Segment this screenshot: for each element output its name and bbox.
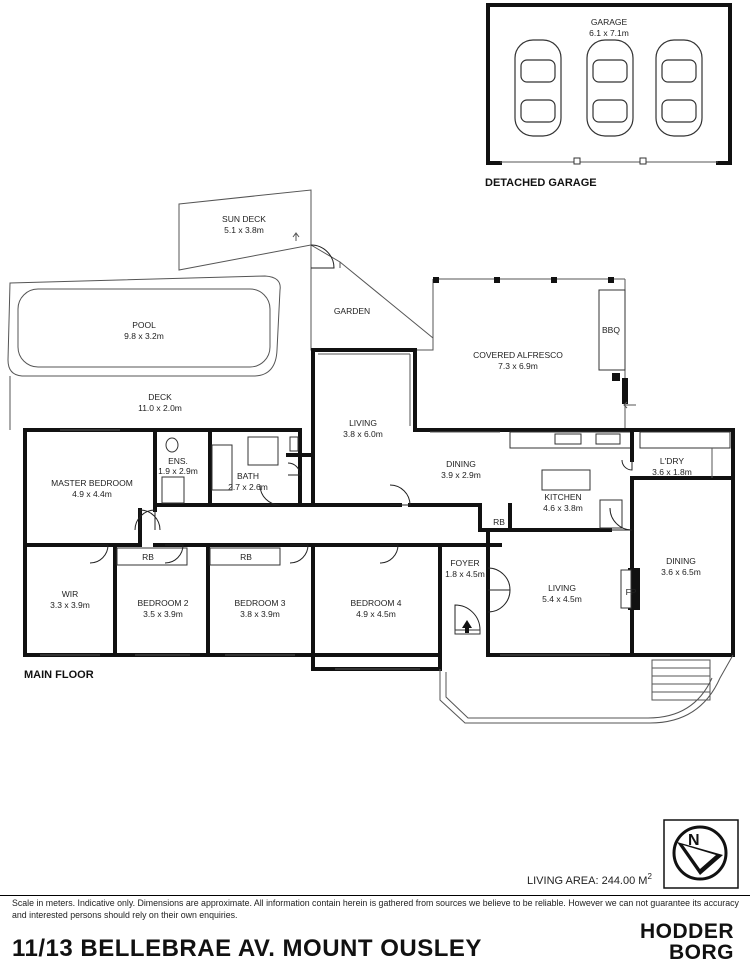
sun-deck-size: 5.1 x 3.8m [224, 225, 264, 235]
footer-divider [0, 895, 750, 896]
north-compass-icon: N [663, 819, 739, 889]
rb-bed3-label: RB [240, 552, 252, 562]
bedroom-4-name: BEDROOM 4 [350, 598, 401, 608]
bath-size: 2.7 x 2.6m [228, 482, 268, 492]
kitchen-size: 4.6 x 3.8m [543, 503, 583, 513]
living-area-label: LIVING AREA: 244.00 M [527, 875, 647, 887]
covered-alfresco-name: COVERED ALFRESCO [473, 350, 563, 360]
bedroom-2-size: 3.5 x 3.9m [143, 609, 183, 619]
living-main-size: 5.4 x 4.5m [542, 594, 582, 604]
outdoor-areas: SUN DECK 5.1 x 3.8m POOL 9.8 x 3.2m GARD… [7, 189, 636, 432]
property-address: 11/13 BELLEBRAE AV. MOUNT OUSLEY [12, 935, 482, 962]
master-bedroom-size: 4.9 x 4.4m [72, 489, 112, 499]
car-icon [655, 39, 703, 137]
rb-hall-label: RB [493, 517, 505, 527]
foyer-name: FOYER [450, 558, 479, 568]
foyer-size: 1.8 x 4.5m [445, 569, 485, 579]
kitchen-name: KITCHEN [544, 492, 581, 502]
footer: Scale in meters. Indicative only. Dimens… [0, 895, 750, 971]
main-floor-label: MAIN FLOOR [24, 669, 94, 681]
living-upper-size: 3.8 x 6.0m [343, 429, 383, 439]
master-bedroom-name: MASTER BEDROOM [51, 478, 133, 488]
dining-center-size: 3.9 x 2.9m [441, 470, 481, 480]
dining-center-name: DINING [446, 459, 476, 469]
living-area-superscript: 2 [647, 872, 652, 881]
deck-name: DECK [148, 392, 172, 402]
living-upper-name: LIVING [349, 418, 377, 428]
living-main-name: LIVING [548, 583, 576, 593]
living-area: LIVING AREA: 244.00 M2 [527, 872, 652, 887]
dining-right-name: DINING [666, 556, 696, 566]
rb-bed2-label: RB [142, 552, 154, 562]
logo-line-1: HODDER [639, 920, 734, 943]
deck-size: 11.0 x 2.0m [138, 403, 182, 413]
pool-name: POOL [132, 320, 156, 330]
ldry-size: 3.6 x 1.8m [652, 467, 692, 477]
ens-name: ENS. [168, 456, 188, 466]
garage-name: GARAGE [591, 17, 628, 27]
bedroom-2-name: BEDROOM 2 [137, 598, 188, 608]
detached-garage-caption: DETACHED GARAGE [485, 177, 597, 189]
dining-right-size: 3.6 x 6.5m [661, 567, 701, 577]
floor-plan: GARAGE 6.1 x 7.1m DETACHED GARAGE SUN DE… [7, 3, 739, 889]
post [433, 277, 439, 283]
post [551, 277, 557, 283]
wir-name: WIR [62, 589, 79, 599]
post [494, 277, 500, 283]
pool-size: 9.8 x 3.2m [124, 331, 164, 341]
ens-size: 1.9 x 2.9m [158, 466, 198, 476]
garage-size: 6.1 x 7.1m [589, 28, 629, 38]
detached-garage: GARAGE 6.1 x 7.1m DETACHED GARAGE [485, 3, 732, 189]
garden-name: GARDEN [334, 306, 370, 316]
wir-size: 3.3 x 3.9m [50, 600, 90, 610]
bath-name: BATH [237, 471, 259, 481]
bedroom-3-name: BEDROOM 3 [234, 598, 285, 608]
house-walls: FP [23, 348, 735, 724]
car-icon [514, 39, 562, 137]
post [612, 373, 620, 381]
sun-deck-name: SUN DECK [222, 214, 266, 224]
car-icon [586, 39, 634, 137]
fp-label: FP [626, 587, 637, 597]
agency-logo: HODDER BORG [622, 921, 734, 963]
ldry-name: L'DRY [660, 456, 684, 466]
bedroom-4-size: 4.9 x 4.5m [356, 609, 396, 619]
logo-line-2: BORG [669, 941, 734, 964]
covered-alfresco-size: 7.3 x 6.9m [498, 361, 538, 371]
compass-n-label: N [688, 832, 700, 849]
bedroom-3-size: 3.8 x 3.9m [240, 609, 280, 619]
stairs [651, 659, 711, 701]
post [608, 277, 614, 283]
bbq-label: BBQ [602, 325, 620, 335]
disclaimer-text: Scale in meters. Indicative only. Dimens… [12, 898, 739, 920]
